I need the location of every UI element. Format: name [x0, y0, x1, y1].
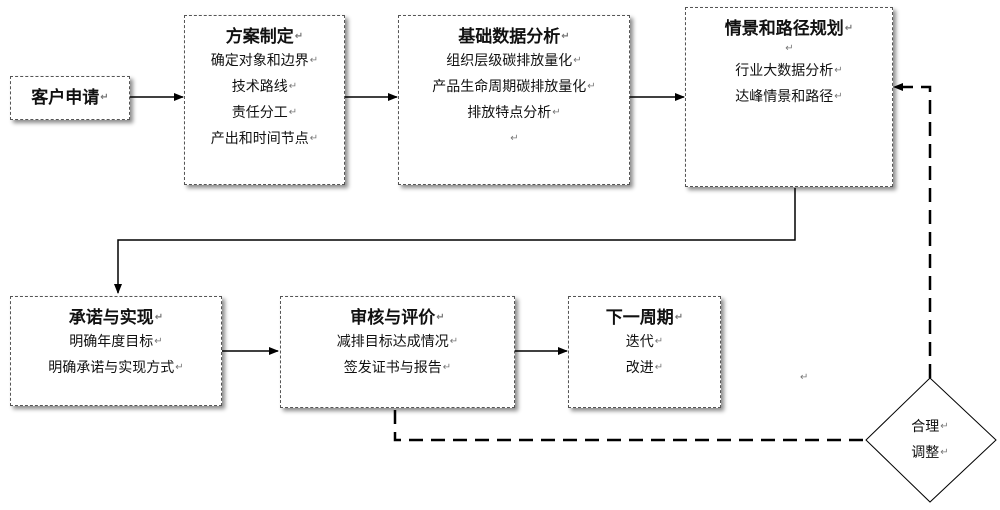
basic-data-box: 基础数据分析↵ 组织层级碳排放量化↵ 产品生命周期碳排放量化↵ 排放特点分析↵ …	[398, 15, 630, 185]
scenario-line-2: 达峰情景和路径	[735, 89, 834, 105]
arrow-scenario-to-commit	[114, 188, 796, 294]
next-cycle-line-2: 改进	[625, 360, 654, 376]
commit-box: 承诺与实现↵ 明确年度目标↵ 明确承诺与实现方式↵	[10, 296, 222, 406]
next-cycle-box: 下一周期↵ 迭代↵ 改进↵	[568, 296, 721, 408]
scenario-line-1: 行业大数据分析	[735, 63, 834, 79]
scenario-box: 情景和路径规划↵ ↵ 行业大数据分析↵ 达峰情景和路径↵	[685, 7, 893, 187]
stray-paragraph-mark: ↵	[800, 372, 809, 383]
basic-data-line-3: 排放特点分析	[467, 105, 552, 121]
plan-line-4: 产出和时间节点	[210, 131, 309, 147]
diamond-line-1: 合理	[911, 419, 940, 435]
client-apply-title: 客户申请	[31, 88, 100, 108]
client-apply-box: 客户申请↵	[10, 76, 130, 120]
review-line-1: 减排目标达成情况	[336, 334, 449, 350]
commit-line-2: 明确承诺与实现方式	[48, 360, 175, 376]
adjust-decision-diamond	[865, 377, 997, 503]
commit-line-1: 明确年度目标	[69, 334, 154, 350]
plan-title: 方案制定	[225, 27, 294, 47]
review-title: 审核与评价	[350, 308, 436, 328]
next-cycle-line-1: 迭代	[625, 334, 654, 350]
plan-box: 方案制定↵ 确定对象和边界↵ 技术路线↵ 责任分工↵ 产出和时间节点↵	[184, 15, 345, 185]
basic-data-line-1: 组织层级碳排放量化	[446, 53, 573, 69]
plan-line-3: 责任分工	[231, 105, 288, 121]
diamond-label: 合理↵ 调整↵	[911, 419, 949, 461]
review-line-2: 签发证书与报告	[343, 360, 442, 376]
review-box: 审核与评价↵ 减排目标达成情况↵ 签发证书与报告↵	[280, 296, 515, 408]
plan-line-2: 技术路线	[231, 79, 288, 95]
commit-title: 承诺与实现	[68, 308, 154, 328]
next-cycle-title: 下一周期	[605, 308, 674, 328]
scenario-title: 情景和路径规划	[724, 19, 844, 39]
dashed-diamond-to-scenario	[893, 83, 932, 378]
basic-data-line-2: 产品生命周期碳排放量化	[432, 79, 587, 95]
diamond-line-2: 调整	[911, 445, 940, 461]
dashed-review-to-diamond	[393, 410, 866, 442]
plan-line-1: 确定对象和边界	[210, 53, 309, 69]
basic-data-title: 基础数据分析	[458, 27, 561, 47]
